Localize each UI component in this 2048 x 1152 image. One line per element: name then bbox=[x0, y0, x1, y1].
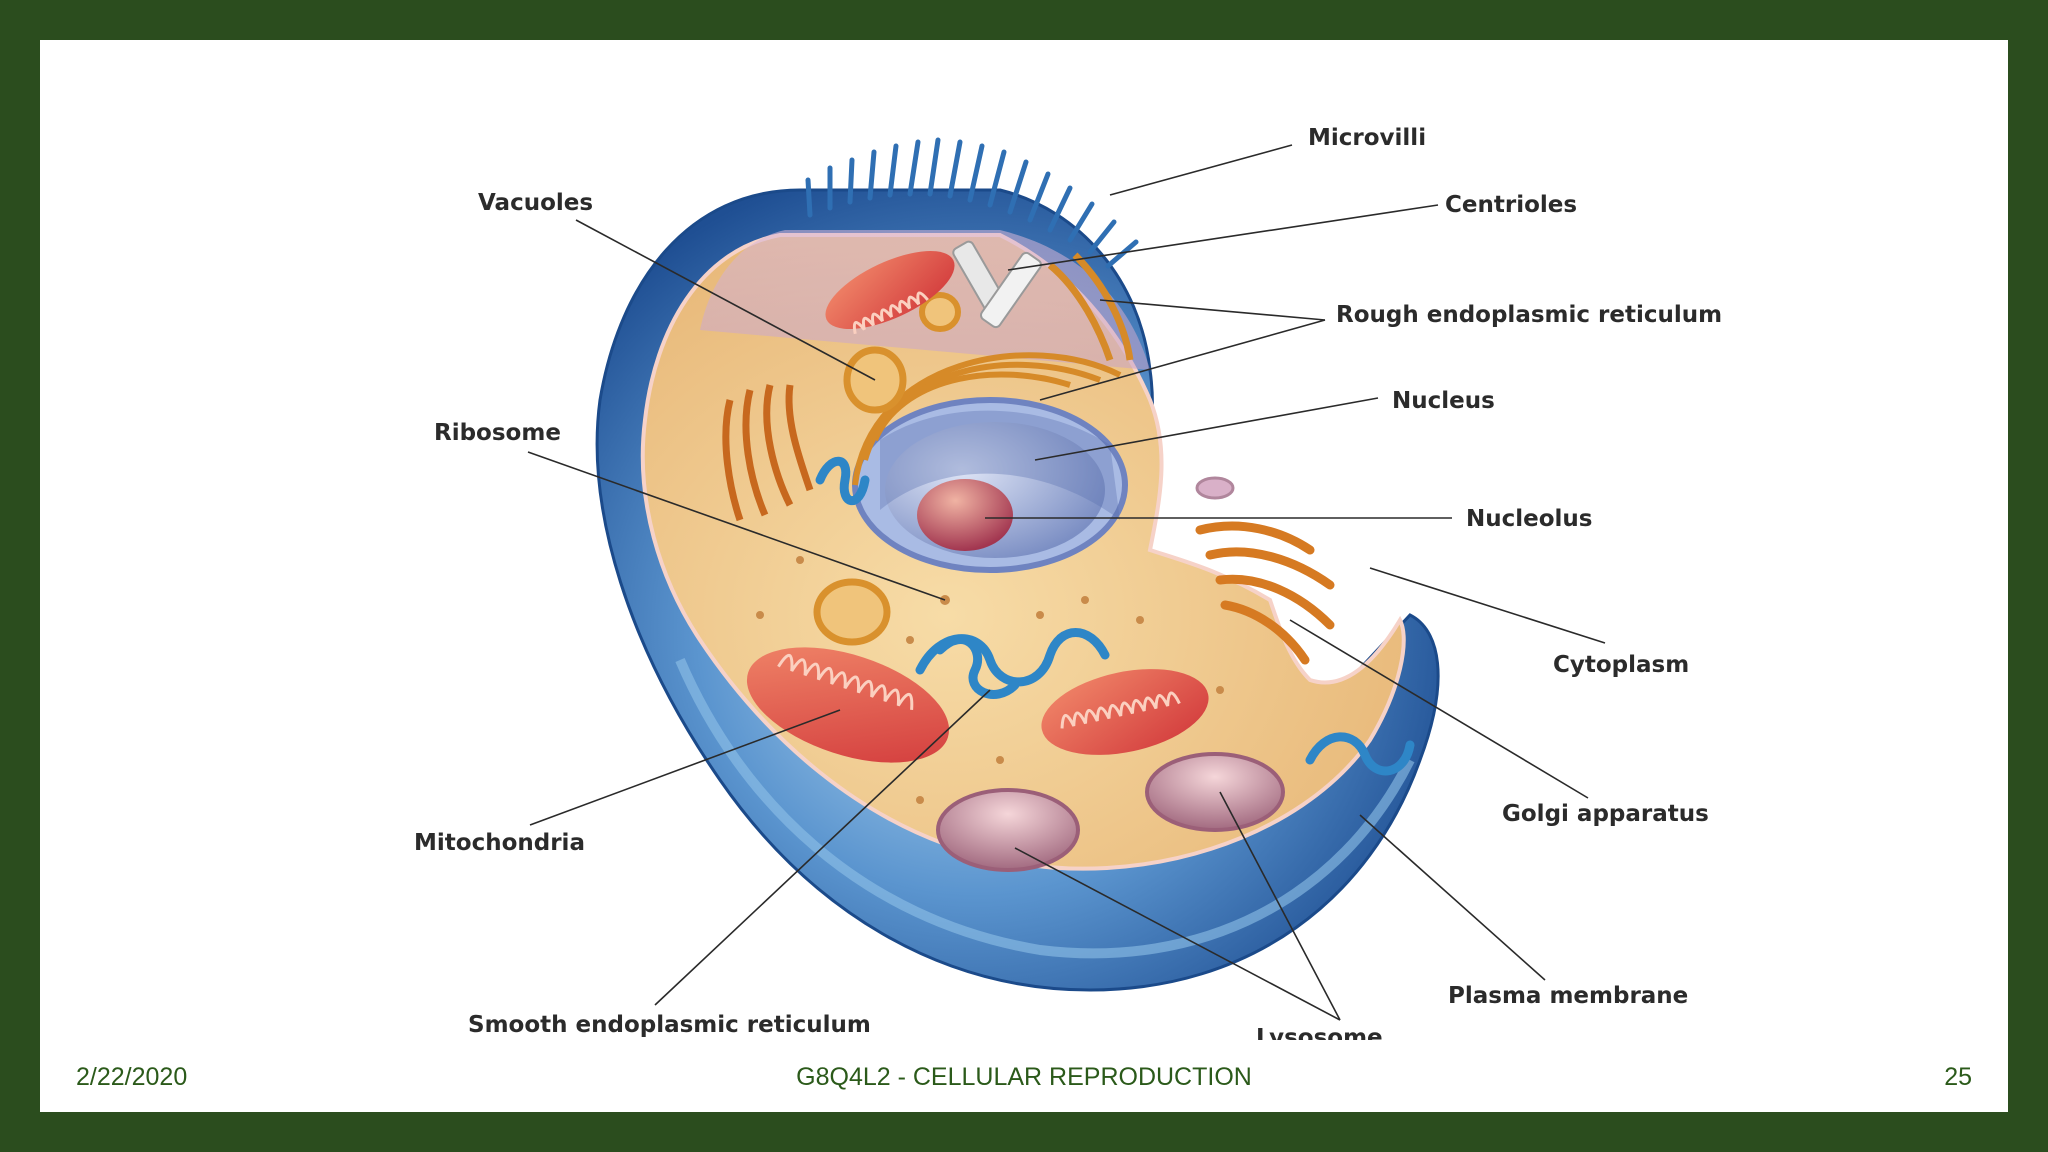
label-golgi-apparatus: Golgi apparatus bbox=[1502, 801, 1709, 827]
lysosome-shape bbox=[936, 788, 1080, 872]
centrioles-shape bbox=[952, 240, 1042, 329]
vacuole-shape-3 bbox=[813, 578, 891, 646]
lysosome-shape-2 bbox=[1145, 752, 1285, 832]
label-cytoplasm: Cytoplasm bbox=[1553, 652, 1689, 678]
mitochondrion-right bbox=[1041, 669, 1209, 755]
label-plasma-membrane: Plasma membrane bbox=[1448, 983, 1688, 1009]
label-mitochondria: Mitochondria bbox=[414, 830, 585, 856]
label-rough-er: Rough endoplasmic reticulum bbox=[1336, 302, 1722, 328]
footer-title: G8Q4L2 - CELLULAR REPRODUCTION bbox=[796, 1063, 1252, 1091]
label-nucleus: Nucleus bbox=[1392, 388, 1495, 414]
label-lysosome: Lysosome bbox=[1256, 1025, 1383, 1040]
label-microvilli: Microvilli bbox=[1308, 125, 1426, 151]
mitochondrion-left bbox=[746, 647, 950, 763]
rough-er-shape bbox=[852, 252, 1134, 486]
nucleolus-shape bbox=[917, 479, 1013, 551]
membrane-rim bbox=[675, 658, 1415, 959]
smooth-er-shape bbox=[815, 456, 1415, 776]
rough-er-left bbox=[722, 384, 814, 522]
vacuole-shape-2 bbox=[919, 292, 961, 332]
golgi-vesicle bbox=[1195, 476, 1235, 500]
animal-cell-diagram: Microvilli Vacuoles Centrioles Rough end… bbox=[414, 125, 1722, 1040]
microvilli-shape bbox=[805, 137, 1139, 269]
mitochondrion-top bbox=[825, 251, 955, 335]
label-nucleolus: Nucleolus bbox=[1466, 506, 1593, 532]
label-ribosome: Ribosome bbox=[434, 420, 561, 446]
label-smooth-er: Smooth endoplasmic reticulum bbox=[468, 1012, 871, 1038]
leader-lines bbox=[527, 144, 1606, 1021]
golgi-shape bbox=[1195, 521, 1335, 665]
footer-date: 2/22/2020 bbox=[76, 1063, 188, 1091]
footer-page-number: 25 bbox=[1944, 1063, 1972, 1091]
label-vacuoles: Vacuoles bbox=[478, 190, 593, 216]
slide: Microvilli Vacuoles Centrioles Rough end… bbox=[40, 40, 2008, 1112]
label-centrioles: Centrioles bbox=[1445, 192, 1577, 218]
